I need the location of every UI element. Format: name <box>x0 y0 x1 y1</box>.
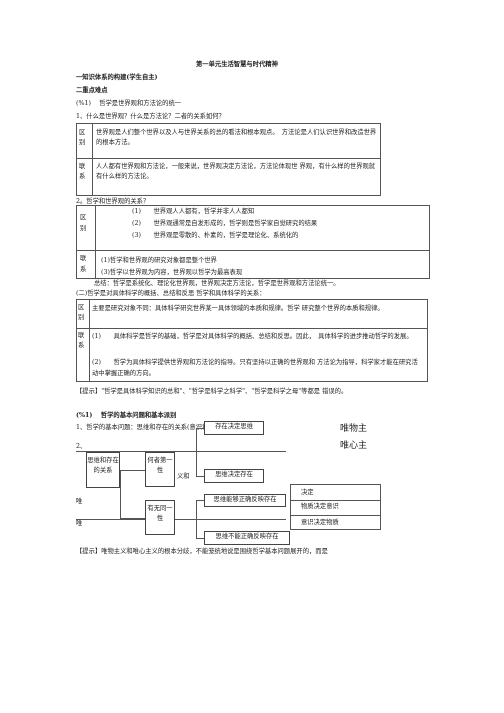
page-title: 第一单元生活智慧与时代精神 <box>196 61 278 68</box>
question-3: 1、哲学的基本问题：思维和存在的关系(意识和物质的关系) <box>76 424 243 431</box>
diagram-can-reflect-box: 思维能够正确反映存在 <box>204 494 286 507</box>
question-1: 1、什么是世界观？什么是方法论？二者的关系如何？ <box>76 113 225 120</box>
table-1-diff-head: 区别 <box>79 129 86 146</box>
table-1-link-body: 人人都有世界观和方法论，一般来说，世界观决定方法论，方法论体现世 界观，有什么样… <box>96 163 376 180</box>
topic-heading-1: (%1) 哲学是世界观和方法论的统一 <box>76 100 182 107</box>
table-3-diff-head: 区别 <box>78 304 85 321</box>
diagram-cannot-reflect-box: 思维不能正确反映存在 <box>204 531 290 545</box>
question-2: 2。哲学和世界观的关系？ <box>76 198 150 205</box>
diagram-right-table: 决定 物质决定意识 意识决定物质 <box>290 484 381 530</box>
table-3-link-body-2: (2) 哲学为具体科学提供世界观和方法论的指导。只有坚持以正确的世界观和 方法论… <box>92 359 418 377</box>
diagram-root-box: 思维和存在的关系 <box>86 452 120 488</box>
table-2-diff-head: 区别 <box>80 214 87 232</box>
diagram-materialism-label: 唯物主 <box>340 424 368 434</box>
table-2-link-item-2: (3)哲学以世界观为内容，世界观以哲学为最高表现 <box>101 269 243 276</box>
diagram-idealism-label: 唯心主 <box>340 441 368 451</box>
diagram-number: 2、 <box>76 443 87 450</box>
summary-line: 总结：哲学是系统化、理论化世界观，世界观决定方法论，哲学是世界观和方法论统一。 <box>94 280 340 287</box>
diagram-identity-box: 有无同一性 <box>145 500 175 535</box>
table-1-diff-body: 世界观是人们整个世界以及人与世界关系的总的看法和根本观点。 方法论是人们认识世界… <box>96 129 377 146</box>
tip-2: 【提示】唯物主义和唯心主义的根本分歧，不能笼统地说是围绕哲学基本问题展开的，而是 <box>76 548 328 555</box>
diagram-thought-decides-box: 思维决定存在 <box>204 469 264 483</box>
table-philosophy-science: 区别 主要是研究对象不同：具体科学研究世界某一具体领域的本质和规律。哲学 研究整… <box>76 299 428 382</box>
table-3-link-head: 联系 <box>78 332 85 349</box>
table-2-diff-item-2: (2) 世界观通常是自发形成的，哲学则是哲学家自觉研究的结果 <box>132 220 318 227</box>
table-2-link-head: 联系 <box>80 255 87 273</box>
table-philosophy-worldview: 区别 (1) 世界观人人都有，哲学并非人人都知 (2) 世界观通常是自发形成的，… <box>76 205 430 279</box>
diagram-left-label-2: 唯 <box>76 520 83 527</box>
section-heading-2: 二重点难点 <box>76 87 108 94</box>
table-2-diff-item-1: (1) 世界观人人都有，哲学并非人人都知 <box>132 208 255 215</box>
diagram-which-first-box: 何者第一性 <box>145 452 175 487</box>
topic-heading-2: (二)哲学是对具体科学的概括、总结和反思 哲学和具体科学的关系： <box>76 290 266 297</box>
table-worldview-methodology: 区别 世界观是人们整个世界以及人与世界关系的总的看法和根本观点。 方法论是人们认… <box>76 123 381 196</box>
table-3-link-body-1: (1) 具体科学是哲学的基础，哲学是对具体科学的概括、总结和反思。因此， 具体科… <box>92 333 413 340</box>
table-1-link-head: 联系 <box>79 163 86 180</box>
table-2-link-item-1: (1)哲学和世界观的研究对象都是整个世界 <box>101 257 217 264</box>
diagram-left-label-1: 唯 <box>76 498 83 505</box>
topic-heading-3: (%1) 哲学的基本问题和基本派别 <box>76 412 177 419</box>
table-2-diff-item-3: (3) 世界观是零散的、朴素的，哲学是理论化、系统化的 <box>132 232 299 239</box>
diagram-yu-label: 义和 <box>177 473 190 480</box>
section-heading-1: 一知识体系的构建(学生自主) <box>76 74 158 81</box>
diagram-existence-decides-box: 存在决定思维 <box>204 421 264 435</box>
diagram-right-row-1: 物质决定意识 <box>301 503 339 510</box>
tip-1: 【提示】"哲学是具体科学知识的总和"、"哲学是科学之科学"、"哲学是科学之母"等… <box>76 388 348 395</box>
diagram-right-head: 决定 <box>301 489 314 496</box>
diagram-right-row-2: 意识决定物质 <box>301 519 339 526</box>
table-3-diff-body: 主要是研究对象不同：具体科学研究世界某一具体领域的本质和规律。哲学 研究整个世界… <box>92 305 384 312</box>
